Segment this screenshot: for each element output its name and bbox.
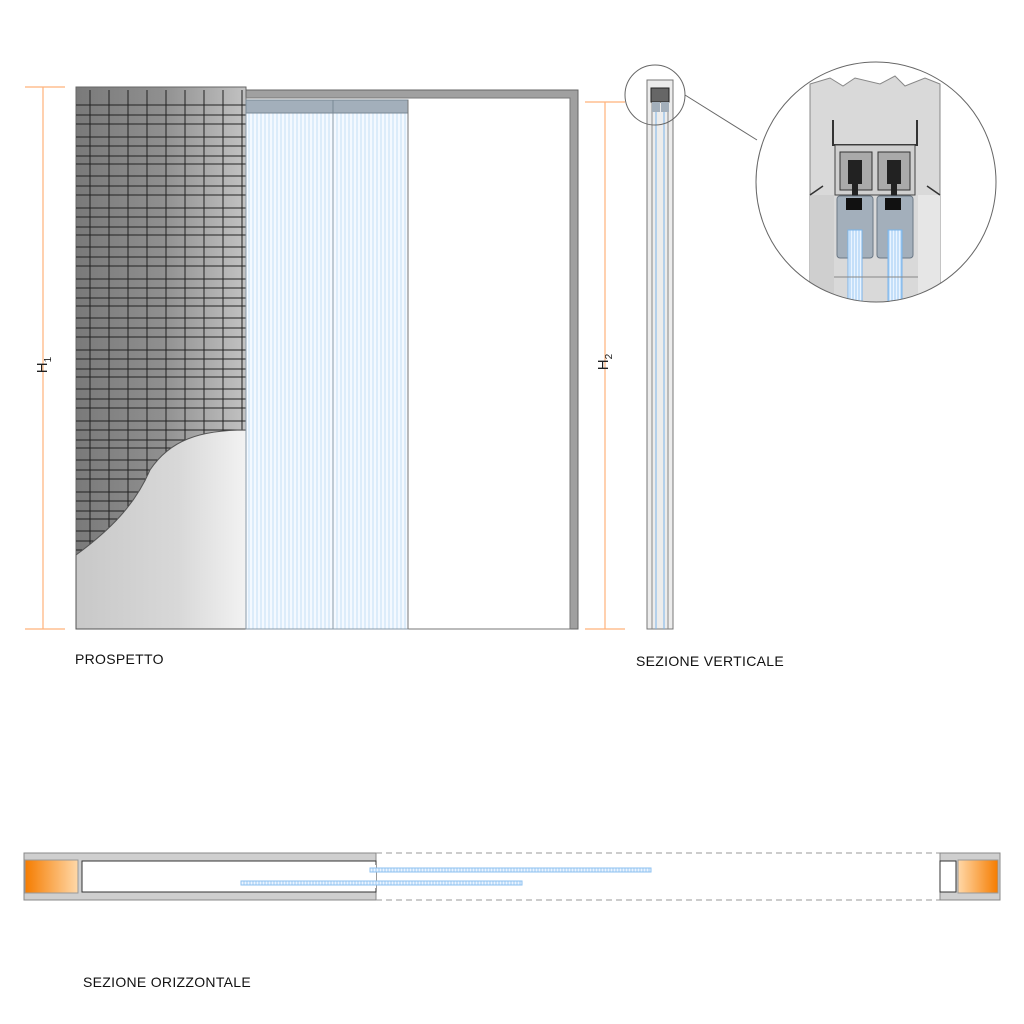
elevation-label: PROSPETTO xyxy=(75,651,164,667)
vertical-section-label: SEZIONE VERTICALE xyxy=(636,653,784,669)
glass-panel-1 xyxy=(245,99,334,630)
h2-dimension-line xyxy=(585,101,625,630)
glass-panel-2 xyxy=(332,99,409,630)
horizontal-section xyxy=(23,852,1001,901)
h1-dimension-line xyxy=(25,86,65,630)
track-detail xyxy=(756,62,996,302)
h2-label: H2 xyxy=(595,353,616,371)
horizontal-section-label: SEZIONE ORIZZONTALE xyxy=(83,974,252,990)
detail-leader-line xyxy=(684,94,758,141)
vertical-section xyxy=(646,79,674,630)
detail-circle xyxy=(755,61,997,303)
wall-elevation xyxy=(75,86,247,630)
h1-label: H1 xyxy=(34,356,55,374)
